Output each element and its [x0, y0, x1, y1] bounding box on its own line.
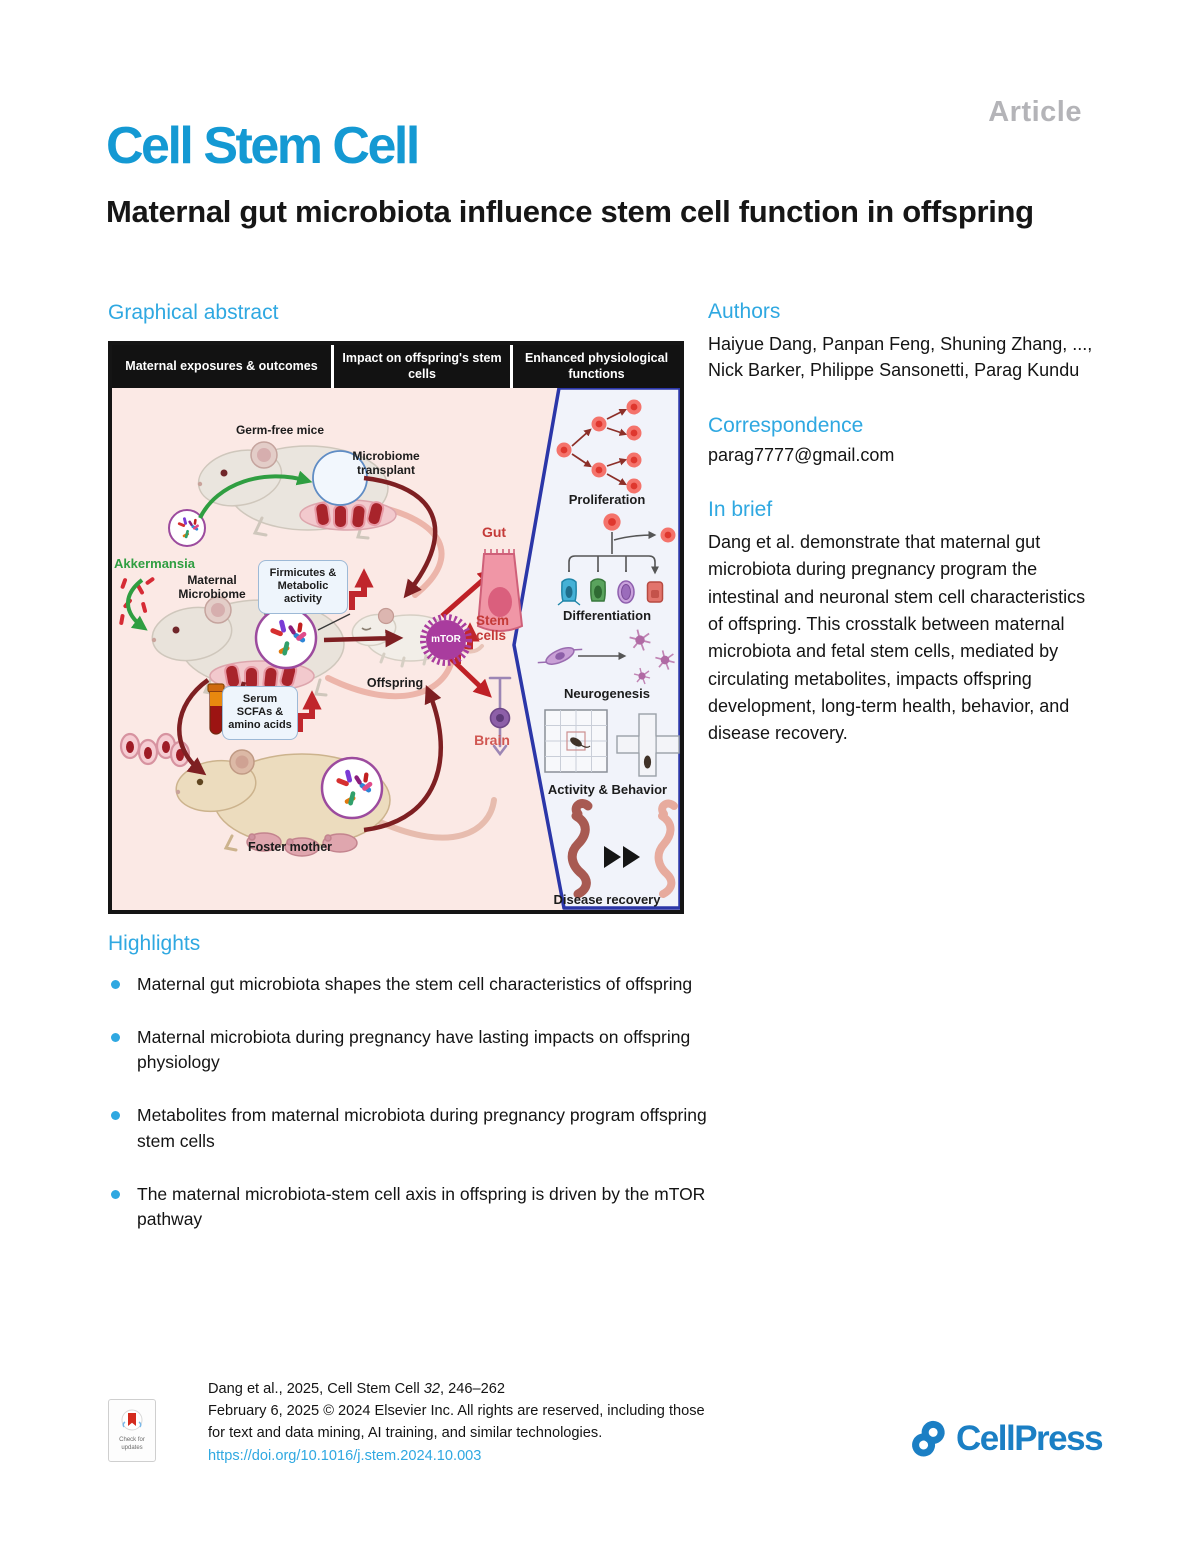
brain-neuron-icon: [488, 676, 512, 757]
bullet-dot-icon: [111, 1032, 120, 1042]
label-neurogenesis: Neurogenesis: [564, 686, 650, 701]
highlight-text: Metabolites from maternal microbiota dur…: [137, 1105, 707, 1151]
highlight-text: Maternal microbiota during pregnancy hav…: [137, 1026, 691, 1073]
disease-recovery-icon: [567, 799, 678, 899]
transplant-arrow: [198, 470, 313, 519]
citation-pre: Dang et al., 2025, Cell Stem Cell: [208, 1381, 424, 1397]
graphical-abstract-heading: Graphical abstract: [108, 301, 279, 324]
label-akkermansia: Akkermansia: [114, 556, 195, 571]
label-activity-behavior: Activity & Behavior: [547, 782, 668, 797]
neurogenesis-icon: [537, 628, 676, 685]
callout-firmicutes: Firmicutes & Metabolic activity: [258, 560, 348, 614]
highlights-list: Maternal gut microbiota shapes the stem …: [108, 972, 708, 1233]
correspondence-email-link[interactable]: parag7777@gmail.com: [708, 444, 895, 465]
highlights-heading: Highlights: [108, 932, 201, 955]
figure-column-headers: Maternal exposures & outcomes Impact on …: [112, 345, 680, 388]
callout-serum: Serum SCFAs & amino acids: [222, 686, 298, 740]
label-maternal-microbiome: Maternal Microbiome: [178, 573, 246, 601]
label-stem-cells: Stem cells: [476, 613, 510, 643]
highlight-text: Maternal gut microbiota shapes the stem …: [137, 974, 693, 994]
publisher-logo: CellPress: [908, 1418, 1104, 1460]
cellpress-mark-icon: [912, 1420, 945, 1457]
paper-title: Maternal gut microbiota influence stem c…: [106, 194, 1034, 229]
activity-behavior-icon: [544, 709, 680, 777]
graphical-abstract-figure: Maternal exposures & outcomes Impact on …: [108, 341, 684, 914]
label-disease-recovery: Disease recovery: [553, 892, 661, 907]
highlight-text: The maternal microbiota-stem cell axis i…: [137, 1183, 706, 1230]
authors-list: Haiyue Dang, Panpan Feng, Shuning Zhang,…: [708, 334, 1093, 381]
label-gut: Gut: [481, 524, 507, 540]
label-germ-free-mice: Germ-free mice: [235, 423, 325, 437]
highlight-item: The maternal microbiota-stem cell axis i…: [108, 1182, 708, 1233]
highlight-item: Maternal gut microbiota shapes the stem …: [108, 972, 708, 998]
doi-link[interactable]: https://doi.org/10.1016/j.stem.2024.10.0…: [208, 1447, 482, 1464]
label-differentiation: Differentiation: [562, 608, 652, 623]
citation-block: Dang et al., 2025, Cell Stem Cell 32, 24…: [208, 1378, 705, 1467]
enhanced-functions-panel: [512, 388, 680, 910]
pups-icon: [246, 832, 358, 857]
label-brain: Brain: [474, 732, 510, 748]
column-header-enhanced: Enhanced physiological functions: [513, 345, 680, 388]
highlight-item: Maternal microbiota during pregnancy hav…: [108, 1025, 708, 1076]
bullet-dot-icon: [111, 1111, 120, 1121]
label-microbiome-transplant: Microbiome transplant: [352, 449, 420, 477]
highlight-item: Metabolites from maternal microbiota dur…: [108, 1103, 708, 1154]
authors-heading: Authors: [708, 300, 781, 323]
summary-column: Authors Haiyue Dang, Panpan Feng, Shunin…: [708, 300, 1100, 748]
in-brief-text: Dang et al. demonstrate that maternal gu…: [708, 531, 1086, 744]
mtor-badge-icon: [420, 614, 472, 666]
differentiation-icon: [557, 513, 676, 606]
serum-tube-icon: [207, 683, 225, 735]
citation-line: Dang et al., 2025, Cell Stem Cell 32, 24…: [208, 1378, 705, 1400]
bullet-dot-icon: [111, 980, 120, 989]
rights-line-2: for text and data mining, AI training, a…: [208, 1425, 603, 1442]
increase-arrow-firmicutes: [349, 568, 374, 610]
highlights-section: Highlights Maternal gut microbiota shape…: [108, 932, 708, 1260]
journal-logo: Cell Stem Cell: [106, 117, 420, 175]
column-header-impact: Impact on offspring's stem cells: [334, 345, 510, 388]
label-foster-mother: Foster mother: [247, 840, 333, 854]
citation-volume: 32: [423, 1381, 441, 1397]
rights-line-1: February 6, 2025 © 2024 Elsevier Inc. Al…: [208, 1403, 705, 1420]
check-updates-icon: [121, 1409, 143, 1431]
column-header-maternal: Maternal exposures & outcomes: [112, 345, 331, 388]
gut-icon: [476, 549, 524, 632]
proliferation-icon: [556, 399, 642, 494]
figure-canvas: Germ-free mice Microbiome transplant Akk…: [112, 388, 680, 910]
check-for-updates-badge[interactable]: Check for updates: [108, 1399, 156, 1462]
label-proliferation: Proliferation: [568, 492, 646, 507]
publisher-wordmark: CellPress: [956, 1419, 1104, 1458]
correspondence-heading: Correspondence: [708, 413, 864, 437]
increase-arrow-serum: [297, 690, 322, 732]
in-brief-heading: In brief: [708, 497, 773, 521]
bullet-dot-icon: [111, 1189, 120, 1199]
check-updates-label: Check for updates: [119, 1436, 145, 1451]
microbiome-circle-icon: [168, 509, 206, 547]
figure-art: [119, 388, 680, 910]
label-mtor: mTOR: [431, 634, 461, 645]
article-type-label: Article: [988, 96, 1082, 128]
akkermansia-bacteria-icon: [119, 577, 155, 631]
label-offspring: Offspring: [366, 676, 424, 690]
citation-pages: , 246–262: [440, 1381, 505, 1397]
